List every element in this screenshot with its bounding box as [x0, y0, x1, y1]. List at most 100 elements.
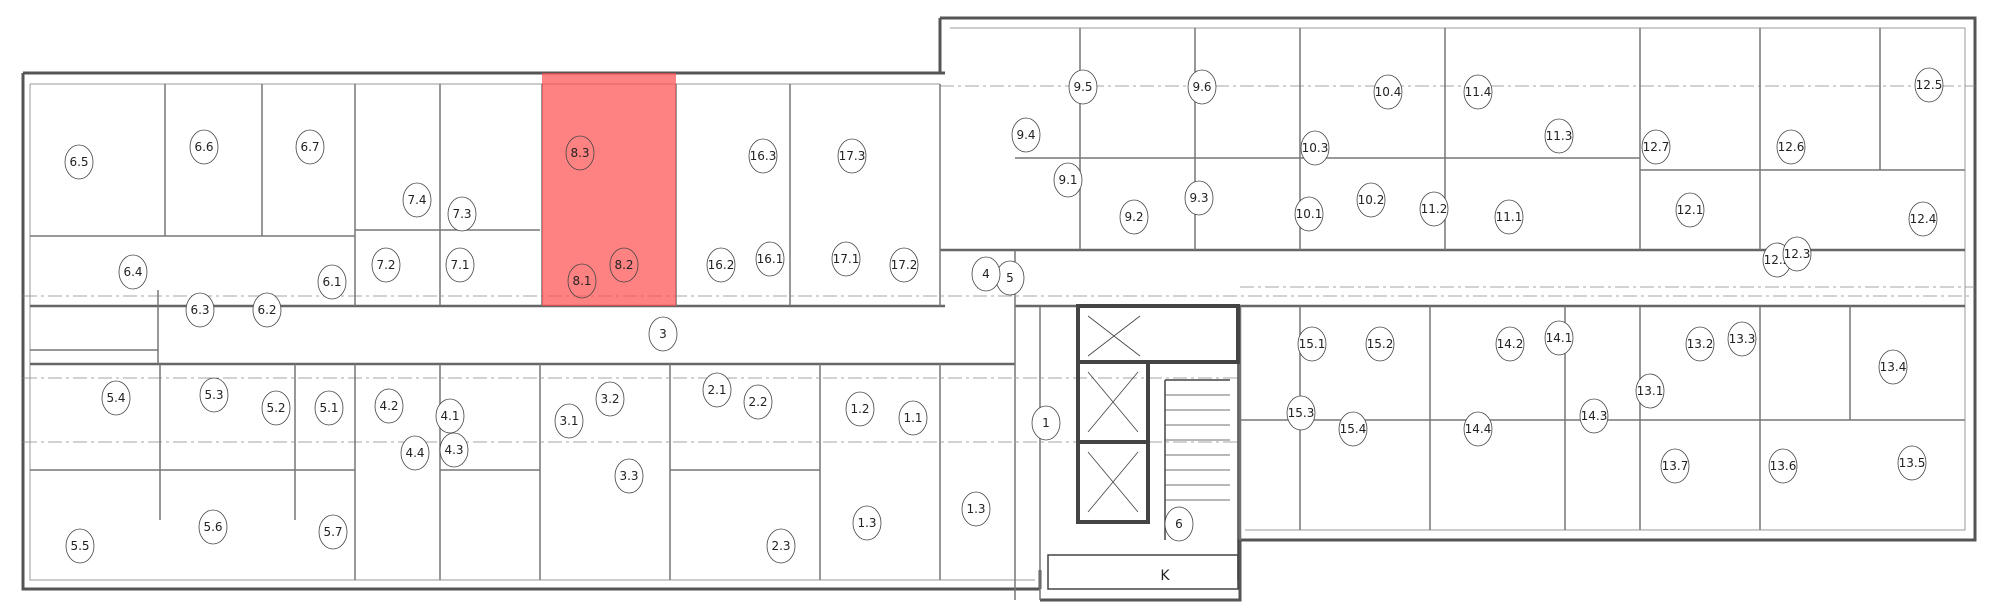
room-label: 1 — [1031, 405, 1061, 441]
room-label-text: 16.1 — [757, 252, 784, 266]
room-label-circle — [1641, 129, 1671, 165]
room-label-text: 2.3 — [771, 539, 790, 553]
room-label-text: 5.7 — [323, 525, 342, 539]
room-label: 2.2 — [743, 384, 773, 420]
room-label: 2.3 — [766, 528, 796, 564]
room-label-circle — [189, 129, 219, 165]
room-label: 4.4 — [400, 435, 430, 471]
room-label: 7.3 — [447, 196, 477, 232]
room-label-text: 10.2 — [1358, 193, 1385, 207]
room-label-text: 17.3 — [839, 149, 866, 163]
highlighted-apartment-8[interactable] — [542, 73, 676, 306]
room-label-text: 13.1 — [1637, 384, 1664, 398]
room-label-circle — [1463, 411, 1493, 447]
room-label-circle — [402, 182, 432, 218]
room-label: 8.1 — [567, 263, 597, 299]
room-label-circle — [755, 241, 785, 277]
room-label: 15.2 — [1365, 326, 1395, 362]
room-label-circle — [852, 505, 882, 541]
room-label: 3.2 — [595, 381, 625, 417]
room-label-text: 13.2 — [1687, 337, 1714, 351]
room-label-text: 12.1 — [1677, 203, 1704, 217]
room-label-text: 9.6 — [1192, 80, 1211, 94]
room-label-circle — [831, 241, 861, 277]
axis-lines — [23, 85, 1975, 443]
room-label: 13.1 — [1635, 373, 1665, 409]
room-label-circle — [64, 144, 94, 180]
room-label: 5.5 — [65, 528, 95, 564]
room-label-circle — [567, 263, 597, 299]
stair-core — [1047, 304, 1240, 590]
room-label-text: 14.3 — [1581, 409, 1608, 423]
room-label: 9.5 — [1068, 69, 1098, 105]
room-label-text: 9.2 — [1124, 210, 1143, 224]
room-label-text: 13.4 — [1880, 360, 1907, 374]
room-label-text: 5.5 — [70, 539, 89, 553]
room-label: 5.3 — [199, 377, 229, 413]
room-label: 14.4 — [1463, 411, 1493, 447]
room-label-circle — [1685, 326, 1715, 362]
room-label-text: 6.5 — [69, 155, 88, 169]
room-label-text: 17.1 — [833, 252, 860, 266]
room-label-circle — [1727, 321, 1757, 357]
room-label: 6.3 — [185, 292, 215, 328]
room-label: 17.1 — [831, 241, 861, 277]
room-label-circle — [889, 247, 919, 283]
room-label: 12.5 — [1914, 67, 1944, 103]
room-label-text: 13.5 — [1899, 456, 1926, 470]
room-label-circle — [101, 380, 131, 416]
room-label: 17.3 — [837, 138, 867, 174]
room-label: 2.1 — [702, 372, 732, 408]
room-label-text: 12.5 — [1916, 78, 1943, 92]
room-label-text: 3.1 — [559, 414, 578, 428]
room-label: 3.3 — [614, 458, 644, 494]
room-label-text: 11.3 — [1546, 129, 1573, 143]
room-label-circle — [748, 138, 778, 174]
room-label-circle — [314, 390, 344, 426]
room-label: 10.2 — [1356, 182, 1386, 218]
room-label: 6.1 — [317, 264, 347, 300]
room-label-text: 4.1 — [440, 409, 459, 423]
room-label-circle — [1011, 117, 1041, 153]
room-label-text: 9.4 — [1016, 128, 1035, 142]
room-label: 16.3 — [748, 138, 778, 174]
room-label-circle — [1365, 326, 1395, 362]
room-label: 16.1 — [755, 241, 785, 277]
room-label: 8.3 — [565, 135, 595, 171]
room-label-circle — [1660, 448, 1690, 484]
room-label-text: 13.3 — [1729, 332, 1756, 346]
room-label-text: 7.2 — [376, 258, 395, 272]
room-label: 10.3 — [1300, 130, 1330, 166]
room-label-text: 14.1 — [1546, 331, 1573, 345]
room-label: 10.4 — [1373, 74, 1403, 110]
room-label-circle — [1164, 506, 1194, 542]
room-label: 16.2 — [706, 247, 736, 283]
room-label-text: 1.3 — [966, 502, 985, 516]
room-label-circle — [595, 381, 625, 417]
room-label: 10.1 — [1294, 196, 1324, 232]
room-label-circle — [1579, 398, 1609, 434]
room-label: 6.7 — [295, 129, 325, 165]
room-label: 1.1 — [898, 400, 928, 436]
room-label-text: 5.3 — [204, 388, 223, 402]
room-label-circle — [1356, 182, 1386, 218]
room-label-text: 5.2 — [266, 401, 285, 415]
room-label-text: 13.7 — [1662, 459, 1689, 473]
room-label-text: 6.6 — [194, 140, 213, 154]
room-label-text: 5 — [1006, 271, 1014, 285]
room-label-circle — [1053, 162, 1083, 198]
room-label-circle — [317, 264, 347, 300]
room-label-circle — [554, 403, 584, 439]
room-label-text: 9.5 — [1073, 80, 1092, 94]
room-label: 12.3 — [1782, 236, 1812, 272]
room-label: 6 — [1164, 506, 1194, 542]
room-label: 1.3 — [961, 491, 991, 527]
room-label: 11.4 — [1463, 74, 1493, 110]
room-label-circle — [1286, 395, 1316, 431]
room-label-text: 9.3 — [1189, 191, 1208, 205]
room-label: 12.7 — [1641, 129, 1671, 165]
room-label-circle — [1463, 74, 1493, 110]
room-label-text: 6.7 — [300, 140, 319, 154]
room-label-text: 17.2 — [891, 258, 918, 272]
